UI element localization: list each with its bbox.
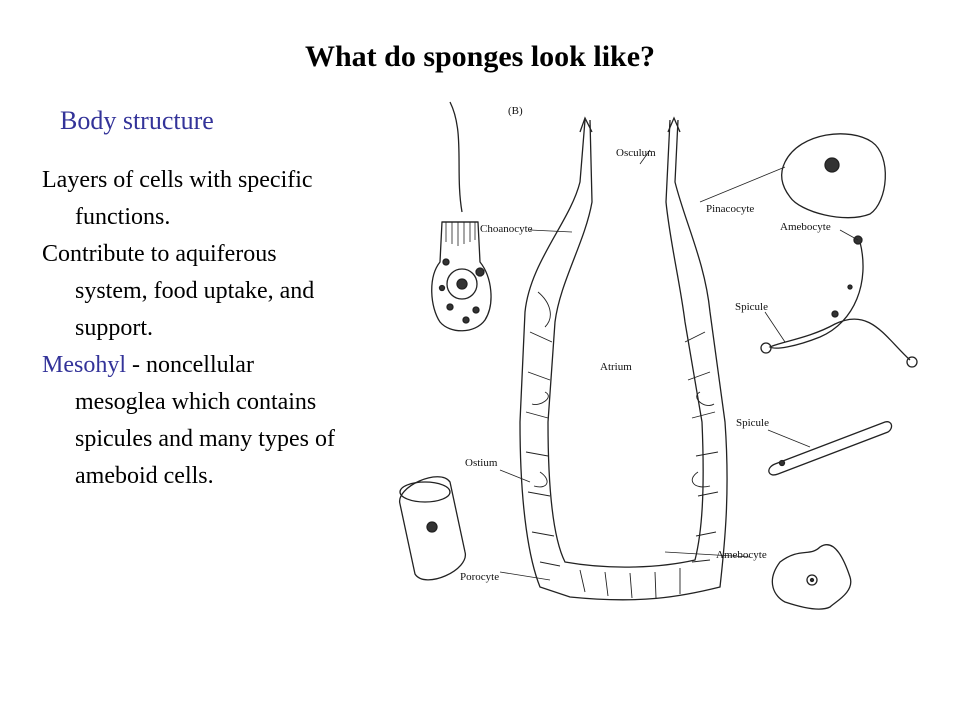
choanocyte-cell-drawing xyxy=(431,101,492,332)
paragraph-text: - noncellular mesoglea which contains sp… xyxy=(75,352,335,489)
label-amebocyte-bottom: Amebocyte xyxy=(716,549,767,561)
pinacocyte-drawing xyxy=(781,133,886,219)
tri-amebocyte-drawing xyxy=(760,235,918,368)
label-porocyte: Porocyte xyxy=(460,571,499,583)
sponge-body-drawing xyxy=(519,116,728,601)
spicule-rod-drawing xyxy=(768,421,893,476)
label-ostium: Ostium xyxy=(465,457,498,469)
term-mesohyl: Mesohyl xyxy=(42,352,126,378)
body-text: Layers of cells with specific functions.… xyxy=(42,162,342,495)
label-spicule-lower: Spicule xyxy=(736,417,769,429)
label-pinacocyte: Pinacocyte xyxy=(706,203,754,215)
sponge-diagram: (B) Osculum Choanocyte Pinacocyte Ameboc… xyxy=(399,101,918,610)
paragraph-mesohyl: Mesohyl - noncellular mesoglea which con… xyxy=(42,347,342,495)
porocyte-drawing xyxy=(399,476,466,581)
panel-label: (B) xyxy=(508,105,523,117)
label-atrium: Atrium xyxy=(600,361,632,373)
slide-subheading: Body structure xyxy=(60,106,214,135)
slide-title: What do sponges look like? xyxy=(304,40,656,73)
label-amebocyte-top: Amebocyte xyxy=(780,221,831,233)
label-osculum: Osculum xyxy=(616,147,656,159)
ameboid-cell-drawing xyxy=(771,544,852,610)
paragraph-text: Layers of cells with specific functions. xyxy=(42,167,313,230)
paragraph-text: Contribute to aquiferous system, food up… xyxy=(42,241,315,341)
paragraph-layers: Layers of cells with specific functions. xyxy=(42,162,342,236)
label-spicule-upper: Spicule xyxy=(735,301,768,313)
label-choanocyte: Choanocyte xyxy=(480,223,533,235)
paragraph-aquiferous: Contribute to aquiferous system, food up… xyxy=(42,236,342,347)
